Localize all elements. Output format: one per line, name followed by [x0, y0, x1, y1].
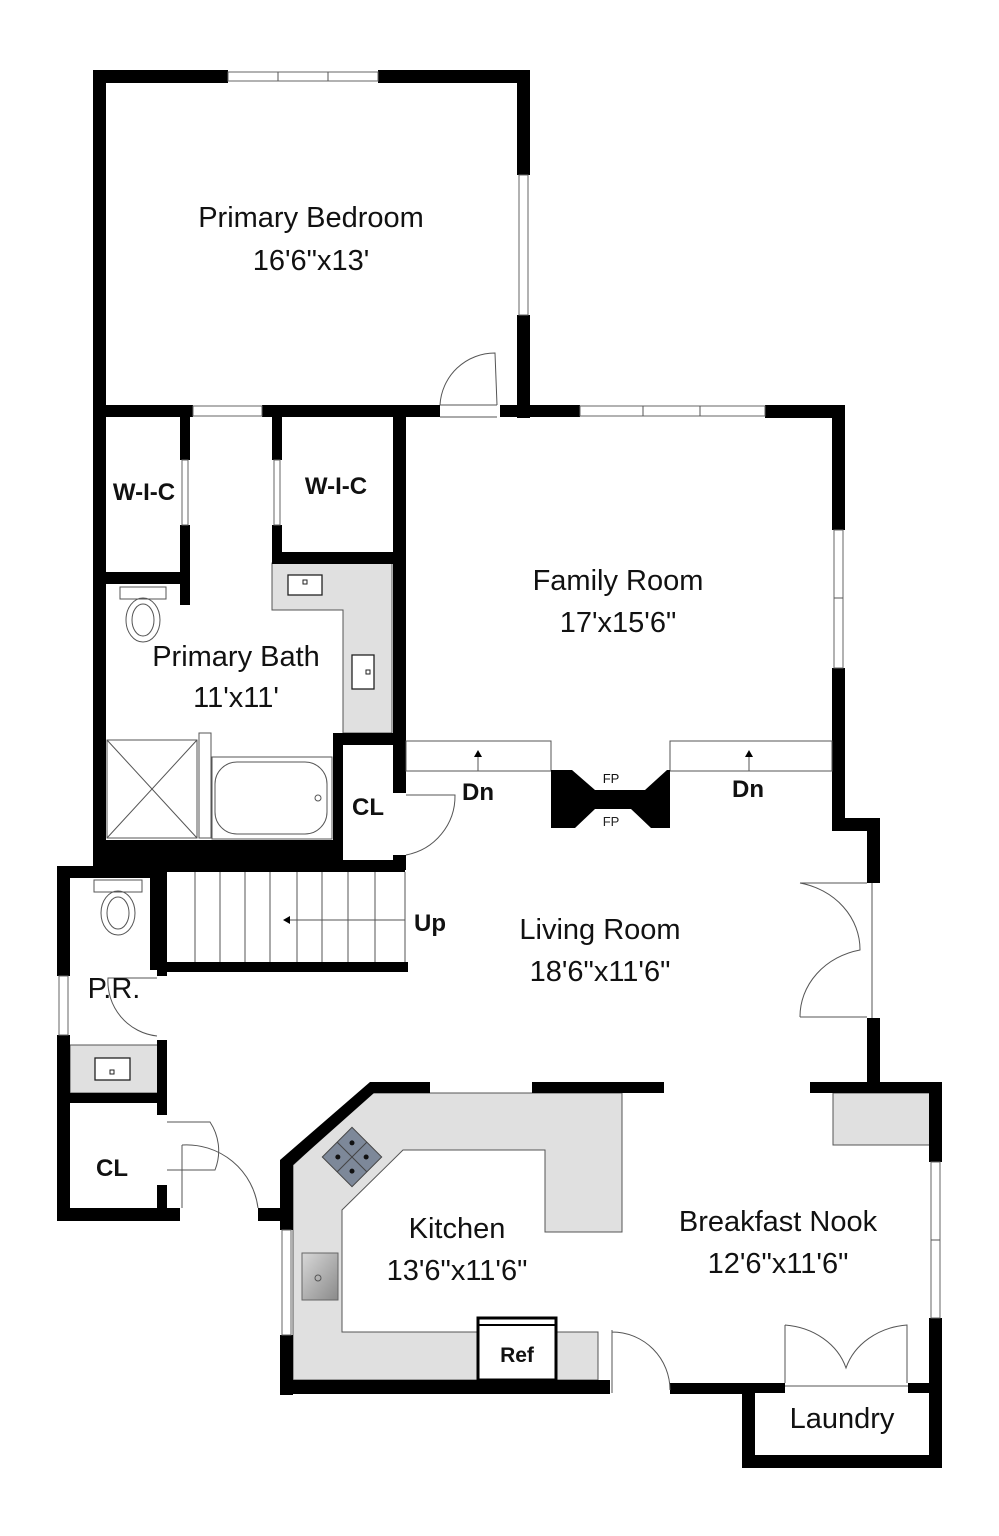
room-dims-kitchen: 13'6"x11'6" [387, 1255, 528, 1287]
room-name-laundry: Laundry [790, 1403, 895, 1435]
window-bath-pocket [192, 405, 263, 417]
label-refrigerator: Ref [500, 1344, 535, 1367]
doors[interactable] [107, 352, 908, 1393]
entry-door[interactable] [181, 1144, 259, 1209]
bedroom-door[interactable] [439, 352, 498, 406]
fixtures [93, 574, 833, 1382]
laundry-doors[interactable] [784, 1324, 908, 1383]
label-stairs-up: Up [414, 910, 446, 937]
toilet-icon [93, 879, 143, 893]
wic-left-door[interactable] [181, 459, 189, 526]
label-closet-bath: CL [352, 794, 384, 821]
windows [58, 71, 941, 1336]
living-french-doors[interactable] [799, 882, 861, 1018]
room-dims-primary-bath: 11'x11' [193, 682, 279, 714]
room-dims-breakfast-nook: 12'6"x11'6" [708, 1248, 849, 1280]
fireplace-icon [551, 770, 670, 828]
front-cl-door[interactable] [167, 1121, 220, 1171]
window-family-right [833, 529, 844, 669]
window-bedroom-top [227, 71, 379, 82]
label-wic-left: W-I-C [113, 479, 175, 506]
sink-icon [287, 574, 323, 596]
toilet-icon [119, 586, 167, 600]
room-name-breakfast-nook: Breakfast Nook [679, 1206, 878, 1238]
kitchen-sink-icon [301, 1252, 339, 1301]
room-dims-family-room: 17'x15'6" [560, 607, 677, 639]
stove-icon [321, 1126, 383, 1188]
pr-door[interactable] [107, 977, 158, 1037]
sink-icon [94, 1057, 131, 1081]
label-wic-right: W-I-C [305, 473, 367, 500]
nook-counter [832, 1092, 931, 1146]
label-fireplace-top: FP [603, 771, 620, 786]
room-name-primary-bedroom: Primary Bedroom [198, 202, 424, 234]
room-dims-living-room: 18'6"x11'6" [530, 956, 671, 988]
label-fireplace-bottom: FP [603, 814, 620, 829]
room-name-family-room: Family Room [533, 565, 704, 597]
label-stairs-down-left: Dn [462, 779, 494, 806]
labels: Primary Bedroom 16'6"x13' Family Room 17… [88, 202, 895, 1435]
label-closet-front: CL [96, 1155, 128, 1182]
bathtub-icon [211, 756, 333, 840]
toilet-icon [125, 597, 161, 643]
wic-right-door[interactable] [273, 459, 281, 526]
room-name-living-room: Living Room [519, 914, 680, 946]
room-name-kitchen: Kitchen [409, 1213, 506, 1245]
room-name-powder-room: P.R. [88, 973, 141, 1005]
sink-icon [351, 654, 375, 690]
window-pr [58, 975, 69, 1036]
room-name-primary-bath: Primary Bath [152, 641, 320, 673]
window-bedroom-right [518, 174, 529, 316]
window-family-top [579, 405, 766, 417]
window-kitchen [281, 1229, 292, 1336]
shower-icon [106, 739, 198, 839]
room-dims-primary-bedroom: 16'6"x13' [253, 245, 370, 277]
stairs-icon [194, 872, 406, 962]
cl-door[interactable] [405, 794, 456, 856]
kitchen-back-door[interactable] [611, 1330, 671, 1393]
refrigerator-icon [476, 1316, 558, 1382]
walls [57, 70, 942, 1468]
label-stairs-down-right: Dn [732, 776, 764, 803]
